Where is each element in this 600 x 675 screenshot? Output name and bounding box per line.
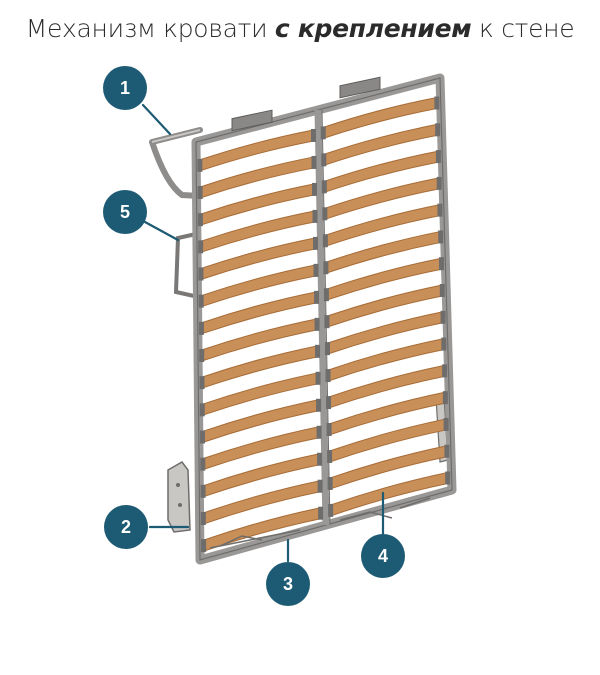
callout-2-number: 2: [121, 517, 131, 537]
slat-holder: [311, 155, 317, 169]
slat-holder: [439, 284, 445, 298]
slat-holder: [435, 150, 441, 164]
callout-5: 5: [103, 190, 147, 234]
slat-holder: [315, 371, 321, 385]
slat-holder: [200, 484, 206, 498]
slat-holder: [439, 257, 445, 271]
slat-holder: [327, 449, 333, 463]
frame-center-beam: [314, 109, 330, 526]
slat-holder: [198, 321, 204, 335]
slat-holder: [317, 479, 323, 493]
slat-holder: [197, 158, 203, 172]
slat-holder: [310, 128, 316, 142]
side-handle-loop: [173, 232, 197, 298]
top-hinge-left: [231, 109, 273, 132]
slat-holder: [200, 430, 206, 444]
callout-4: 4: [361, 534, 405, 578]
slat-holder: [320, 126, 326, 140]
title-emphasis: с креплением: [274, 14, 472, 43]
top-hinge-right: [339, 76, 381, 99]
callout-3-number: 3: [283, 574, 293, 594]
slat-holder: [324, 315, 330, 329]
slat-holder: [443, 417, 449, 431]
slat-holder: [323, 261, 329, 275]
slat-holder: [200, 511, 206, 525]
slat-holder: [197, 213, 203, 227]
slat-holder: [325, 369, 331, 383]
bed-slats: [197, 96, 451, 553]
slat-holder: [199, 403, 205, 417]
callout-2: 2: [104, 505, 148, 549]
slat-holder: [442, 364, 448, 378]
slat-holder: [198, 294, 204, 308]
slat-holder: [435, 123, 441, 137]
slat-holder: [437, 203, 443, 217]
slat-holder: [200, 457, 206, 471]
slat-holder: [317, 452, 323, 466]
slat-holder: [322, 207, 328, 221]
callout-4-number: 4: [378, 546, 388, 566]
slat-holder: [444, 444, 450, 458]
slat-holder: [315, 344, 321, 358]
slat-holder: [318, 506, 324, 520]
slat-holder: [313, 263, 319, 277]
slat-holder: [314, 317, 320, 331]
slat-holder: [314, 290, 320, 304]
slat-holder: [442, 391, 448, 405]
slat-holder: [198, 240, 204, 254]
title-prefix: Механизм кровати: [25, 14, 275, 43]
slat-holder: [322, 234, 328, 248]
slat-holder: [199, 376, 205, 390]
slat-holder: [201, 539, 207, 553]
callout-1-number: 1: [120, 78, 130, 98]
slat-holder: [199, 348, 205, 362]
callout-5-number: 5: [120, 202, 130, 222]
slat-holder: [197, 186, 203, 200]
slat-holder: [312, 209, 318, 223]
slat-holder: [441, 337, 447, 351]
leader-line-1: [141, 103, 172, 136]
slat-holder: [326, 423, 332, 437]
slat-holder: [327, 476, 333, 490]
slat-holder: [313, 236, 319, 250]
slat-holder: [198, 267, 204, 281]
slat-holder: [434, 96, 440, 110]
frame-outline-edge: [195, 77, 453, 561]
slat-holder: [440, 310, 446, 324]
callout-1: 1: [103, 66, 147, 110]
slat-holder: [321, 180, 327, 194]
slat-holder: [326, 396, 332, 410]
slat-holder: [311, 182, 317, 196]
slat-holder: [445, 471, 451, 485]
diagram-title: Механизм кровати с креплением к стене: [0, 14, 600, 43]
callout-3: 3: [266, 562, 310, 606]
slat-holder: [316, 425, 322, 439]
slat-holder: [436, 176, 442, 190]
wall-bracket-plate: [167, 461, 191, 533]
slat-holder: [324, 342, 330, 356]
slat-holder: [323, 288, 329, 302]
slat-holder: [438, 230, 444, 244]
slat-holder: [328, 503, 334, 517]
bottom-rail-detail: [209, 497, 431, 549]
slat-holder: [321, 153, 327, 167]
title-suffix: к стене: [471, 14, 575, 43]
leader-line-5: [143, 220, 180, 242]
slat-holder: [316, 398, 322, 412]
